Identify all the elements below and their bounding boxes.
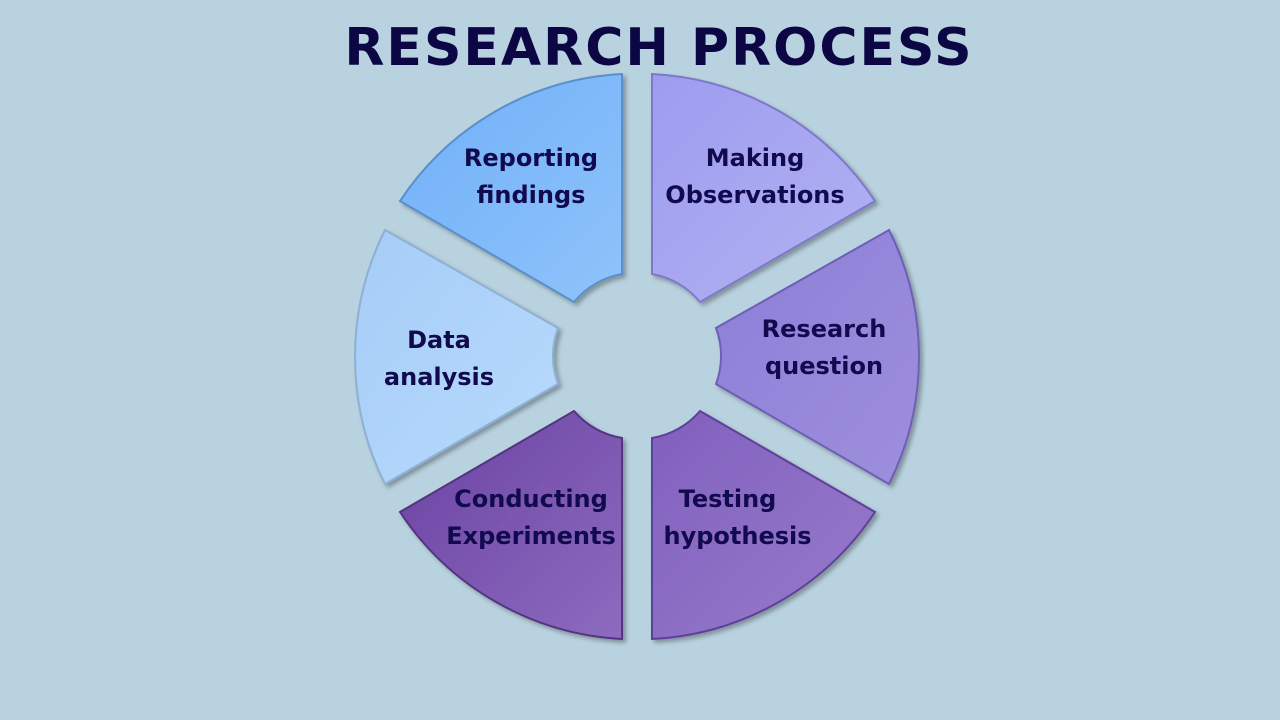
label-line: hypothesis (663, 522, 812, 550)
label-making-observations: Making Observations (655, 140, 855, 214)
segment-making-observations (651, 72, 877, 304)
segment-reporting-findings (398, 72, 623, 304)
segment-testing-hypothesis (651, 409, 877, 641)
label-line: Reporting (463, 144, 599, 172)
label-line: Testing (678, 485, 777, 513)
label-line: Making (705, 144, 805, 172)
label-reporting-findings: Reporting findings (455, 140, 607, 214)
label-data-analysis: Data analysis (369, 322, 509, 396)
label-line: Conducting (454, 485, 608, 513)
label-line: analysis (383, 363, 495, 391)
label-testing-hypothesis: Testing hypothesis (655, 481, 820, 555)
segment-research-question (714, 228, 920, 486)
label-line: findings (476, 181, 586, 209)
segment-data-analysis (354, 228, 560, 486)
page-title: RESEARCH PROCESS (344, 18, 974, 78)
label-research-question: Research question (734, 311, 914, 385)
label-line: Observations (665, 181, 845, 209)
label-line: Experiments (446, 522, 616, 550)
label-line: question (764, 352, 884, 380)
label-conducting-experiments: Conducting Experiments (438, 481, 624, 555)
label-line: Research (761, 315, 887, 343)
segment-conducting-experiments (398, 409, 623, 641)
label-line: Data (407, 326, 471, 354)
